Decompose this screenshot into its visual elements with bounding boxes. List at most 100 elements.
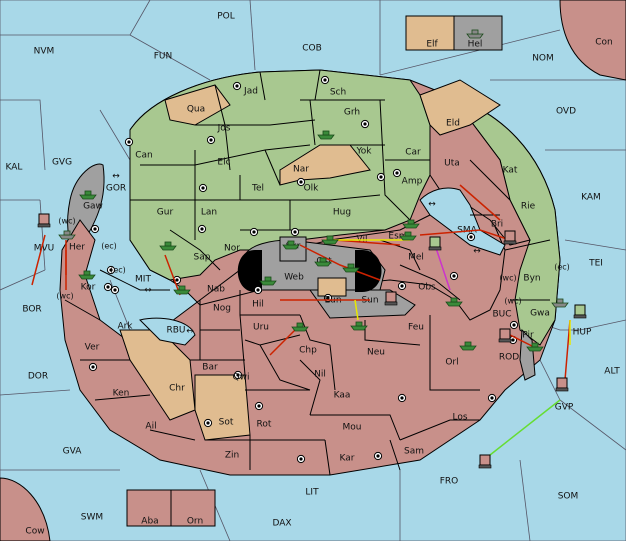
province-label-pir[interactable]: Pir	[522, 331, 534, 341]
fleet-unit-icon[interactable]	[350, 321, 368, 331]
province-label-jad[interactable]: Jad	[243, 87, 258, 97]
fleet-unit-icon[interactable]	[466, 29, 484, 39]
province-label-orl[interactable]: Orl	[445, 358, 458, 368]
province-label-obs[interactable]: Obs	[418, 283, 436, 293]
province-label-lan[interactable]: Lan	[201, 208, 217, 218]
province-label-feu[interactable]: Feu	[408, 323, 424, 333]
province-label-ark[interactable]: Ark	[117, 322, 133, 332]
province-label-bri[interactable]: Bri	[491, 220, 503, 230]
province-label-web[interactable]: Web	[284, 273, 304, 283]
fleet-unit-icon[interactable]	[317, 130, 335, 140]
province-label-nil[interactable]: Nil	[314, 370, 326, 380]
province-label-kar[interactable]: Kar	[340, 454, 355, 464]
army-unit-icon[interactable]	[37, 213, 51, 228]
fleet-unit-icon[interactable]	[282, 240, 300, 250]
province-label-yok[interactable]: Yok	[355, 147, 372, 157]
province-label-ken[interactable]: Ken	[113, 389, 130, 399]
province-label-mou[interactable]: Mou	[343, 423, 362, 433]
army-unit-icon[interactable]	[384, 291, 398, 306]
province-label-her[interactable]: Her	[69, 243, 85, 253]
province-label-bar[interactable]: Bar	[202, 363, 218, 373]
supply-centre-icon	[509, 320, 519, 330]
fleet-unit-icon[interactable]	[314, 257, 332, 267]
order-line	[564, 319, 571, 381]
army-unit-icon[interactable]	[555, 377, 569, 392]
province-label-kor[interactable]: Kor	[81, 283, 96, 293]
fleet-unit-icon[interactable]	[321, 235, 339, 245]
province-label-nab[interactable]: Nab	[207, 285, 225, 295]
province-label-ver[interactable]: Ver	[85, 343, 100, 353]
province-label-gaw[interactable]: Gaw	[83, 202, 103, 212]
supply-centre-icon	[397, 281, 407, 291]
province-label-car[interactable]: Car	[405, 148, 421, 158]
province-label-mel[interactable]: Mel	[408, 253, 424, 263]
province-label-zin[interactable]: Zin	[225, 451, 239, 461]
province-label-hel[interactable]: Hel	[468, 40, 483, 50]
province-label-can[interactable]: Can	[135, 151, 153, 161]
province-label-qwi[interactable]: Qwi	[233, 373, 250, 383]
province-label-kaa[interactable]: Kaa	[334, 391, 351, 401]
province-label-rot[interactable]: Rot	[257, 420, 272, 430]
province-label-kat[interactable]: Kat	[503, 166, 518, 176]
fleet-unit-icon[interactable]	[78, 270, 96, 280]
fleet-unit-icon[interactable]	[291, 322, 309, 332]
order-yellow-line	[354, 299, 359, 321]
coast-label: (ec)	[101, 242, 117, 251]
fleet-unit-icon[interactable]	[342, 263, 360, 273]
province-label-los[interactable]: Los	[452, 413, 467, 423]
province-label-sch[interactable]: Sch	[330, 88, 346, 98]
fleet-unit-icon[interactable]	[459, 341, 477, 351]
fleet-unit-icon[interactable]	[399, 231, 417, 241]
province-label-amp[interactable]: Amp	[402, 177, 423, 187]
fleet-unit-icon[interactable]	[259, 276, 277, 286]
fleet-unit-icon[interactable]	[445, 297, 463, 307]
province-label-sot[interactable]: Sot	[219, 418, 234, 428]
province-label-gwa[interactable]: Gwa	[530, 309, 550, 319]
province-label-tel[interactable]: Tel	[251, 184, 264, 194]
province-label-hug[interactable]: Hug	[333, 208, 351, 218]
province-label-neu[interactable]: Neu	[367, 348, 385, 358]
army-unit-icon[interactable]	[573, 304, 587, 319]
army-unit-icon[interactable]	[428, 236, 442, 251]
supply-centre-icon	[296, 454, 306, 464]
supply-centre-icon	[376, 172, 386, 182]
province-label-gur[interactable]: Gur	[157, 208, 174, 218]
army-unit-icon[interactable]	[478, 454, 492, 469]
sea-label-lit: LIT	[305, 488, 319, 498]
province-label-uta[interactable]: Uta	[444, 159, 460, 169]
province-label-nog[interactable]: Nog	[213, 304, 231, 314]
province-label-eld[interactable]: Eld	[446, 119, 460, 129]
army-unit-icon[interactable]	[503, 230, 517, 245]
province-label-orn[interactable]: Orn	[187, 517, 203, 527]
province-label-chr[interactable]: Chr	[169, 384, 185, 394]
province-label-elf[interactable]: Elf	[426, 40, 438, 50]
province-label-jos[interactable]: Jos	[217, 124, 231, 134]
province-label-sap[interactable]: Sap	[194, 253, 211, 263]
province-label-aba[interactable]: Aba	[141, 517, 158, 527]
province-label-sam[interactable]: Sam	[404, 447, 424, 457]
fleet-unit-icon[interactable]	[79, 190, 97, 200]
province-label-qua[interactable]: Qua	[187, 105, 205, 115]
fleet-unit-icon[interactable]	[551, 298, 569, 308]
order-line	[164, 254, 181, 296]
supply-centre-icon	[233, 370, 243, 380]
army-unit-icon[interactable]	[498, 328, 512, 343]
province-label-grh[interactable]: Grh	[344, 108, 360, 118]
province-label-nar[interactable]: Nar	[293, 165, 309, 175]
province-label-nor[interactable]: Nor	[224, 244, 240, 254]
province-label-hil[interactable]: Hil	[252, 300, 264, 310]
province-label-elc[interactable]: Elc	[217, 158, 230, 168]
fleet-unit-icon[interactable]	[402, 219, 420, 229]
fleet-unit-icon[interactable]	[526, 342, 544, 352]
sea-label-cow: Cow	[25, 527, 44, 537]
province-label-ail[interactable]: Ail	[145, 422, 156, 432]
fleet-unit-icon[interactable]	[159, 241, 177, 251]
fleet-unit-icon[interactable]	[58, 230, 76, 240]
province-label-olk[interactable]: Olk	[304, 184, 320, 194]
fleet-unit-icon[interactable]	[173, 285, 191, 295]
province-label-uru[interactable]: Uru	[253, 323, 269, 333]
province-label-esm[interactable]: Esm	[388, 232, 407, 242]
province-label-chp[interactable]: Chp	[299, 346, 317, 356]
province-label-byn[interactable]: Byn	[523, 274, 540, 284]
province-label-rie[interactable]: Rie	[521, 202, 536, 212]
